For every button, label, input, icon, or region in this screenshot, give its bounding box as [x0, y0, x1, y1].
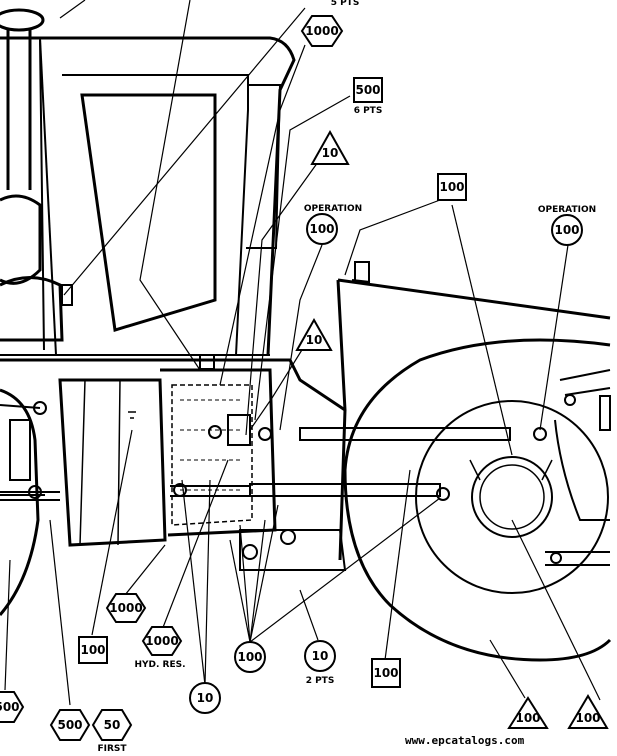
- circle-10-bottom: 10: [189, 682, 221, 714]
- first-text: FIRST: [97, 744, 127, 754]
- hex-50-first: 50 FIRST: [91, 709, 133, 754]
- circle-100-bottom: 100: [234, 641, 266, 673]
- triangle-100-b-text: 100: [575, 711, 600, 725]
- square-500-top-text: 500: [355, 83, 380, 97]
- hex-1000-hyd-res-text: 1000: [145, 634, 178, 648]
- rear-wheel: [343, 338, 612, 662]
- hex-50-first-text: 50: [104, 718, 121, 732]
- square-100-top-text: 100: [439, 180, 464, 194]
- square-100-top: 100: [437, 173, 467, 201]
- hex-500-left-text: 500: [0, 700, 20, 714]
- pts2-text: 2 PTS: [306, 676, 335, 686]
- hex-1000-top-text: 1000: [305, 24, 338, 38]
- hex-1000-mid: 1000: [105, 593, 147, 623]
- cab: [0, 36, 346, 412]
- hex-1000-top: 1000: [300, 15, 344, 47]
- pts6-text: 6 PTS: [354, 106, 383, 116]
- triangle-100-a: 100: [507, 696, 549, 729]
- triangle-10-b: 10: [295, 317, 333, 351]
- hex-500-left: 500: [0, 691, 25, 723]
- circle-100-operation-right-text: 100: [554, 223, 579, 237]
- pts5-text: 5 PTS: [331, 0, 360, 8]
- square-100-left-text: 100: [80, 643, 105, 657]
- air-cleaner: [0, 8, 73, 342]
- triangle-100-a-text: 100: [515, 711, 540, 725]
- circle-100-bottom-text: 100: [237, 650, 262, 664]
- front-wheel: [0, 388, 45, 616]
- square-500-top: 500 6 PTS: [353, 77, 383, 116]
- circle-10-2pts: 10 2 PTS: [304, 640, 336, 686]
- triangle-10-b-text: 10: [306, 333, 323, 347]
- triangle-10-a-text: 10: [322, 146, 339, 160]
- circle-10-bottom-text: 10: [197, 691, 214, 705]
- hyd-res-text: HYD. RES.: [134, 660, 185, 670]
- operation-left-text: OPERATION: [304, 204, 362, 214]
- triangle-100-b: 100: [567, 694, 609, 729]
- circle-100-operation-right: 100: [551, 214, 583, 246]
- rear-fender: [336, 261, 611, 561]
- hex-1000-mid-text: 1000: [109, 601, 142, 615]
- square-100-bottom: 100: [371, 658, 401, 688]
- hex-500-bottom: 500: [49, 709, 91, 741]
- circle-100-operation-left-text: 100: [309, 222, 334, 236]
- square-100-left: 100: [78, 636, 108, 664]
- hex-500-bottom-text: 500: [57, 718, 82, 732]
- triangle-10-a: 10: [310, 129, 350, 165]
- leader-lines: [4, 0, 601, 706]
- watermark-text: www.epcatalogs.com: [405, 734, 525, 747]
- transmission-housing: [58, 368, 347, 571]
- rear-linkage: [545, 369, 611, 566]
- circle-100-operation-left: 100: [306, 213, 338, 245]
- hex-1000-hyd-res: 1000 HYD. RES.: [134, 626, 186, 670]
- square-100-bottom-text: 100: [373, 666, 398, 680]
- circle-10-2pts-text: 10: [312, 649, 329, 663]
- operation-right-text: OPERATION: [538, 205, 596, 215]
